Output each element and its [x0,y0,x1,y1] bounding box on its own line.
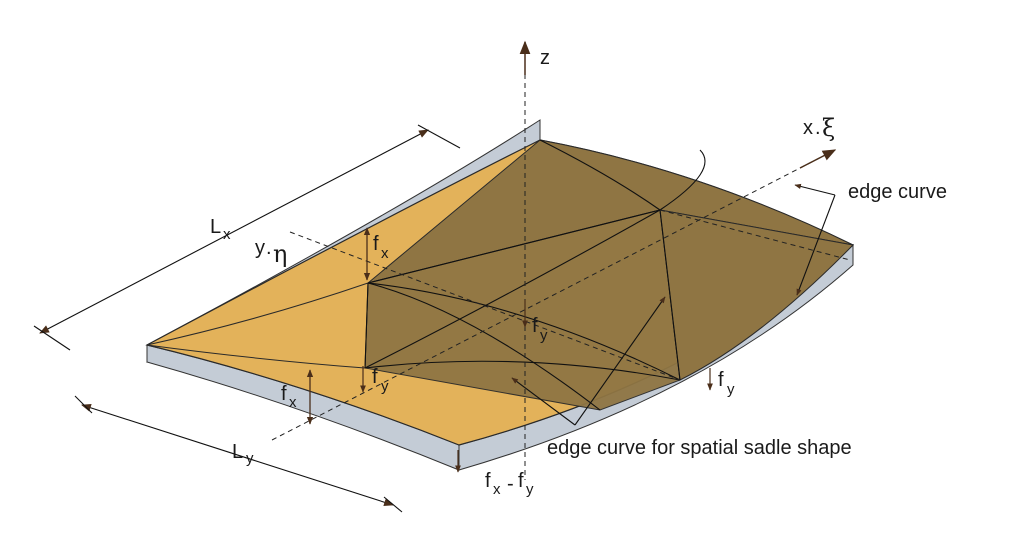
svg-text:y: y [540,327,548,344]
svg-text:f: f [518,470,524,492]
svg-text:y: y [381,378,389,395]
svg-text:y: y [246,450,254,467]
lx-dimension [33,124,461,351]
dashed-axes [271,65,851,480]
saddle-surface-shaded-right [659,209,855,381]
svg-text:x: x [803,117,813,139]
svg-text:η: η [273,240,287,268]
edge-curve-label: edge curve [848,181,947,203]
svg-text:y: y [727,381,735,398]
z-axis-label: z [540,47,550,69]
y-axis-label: y . η [255,237,287,268]
svg-text:f: f [281,383,287,405]
svg-text:L: L [210,216,221,238]
ly-label: L y [232,441,254,467]
svg-text:f: f [372,366,378,388]
svg-text:.: . [266,237,272,259]
svg-text:f: f [532,315,538,337]
svg-text:f: f [373,233,379,255]
svg-text:x: x [381,245,389,262]
fx-upper-label: f x [373,233,389,262]
fy-right-label: f y [718,369,735,398]
svg-text:L: L [232,441,243,463]
svg-text:f: f [485,470,491,492]
fy-center-label: f y [532,315,548,344]
edge-curve-saddle-label: edge curve for spatial sadle shape [547,437,852,459]
svg-text:.: . [815,117,821,139]
svg-text:x: x [223,226,231,243]
svg-text:x: x [493,481,501,498]
saddle-curve-leaders [511,296,666,426]
svg-text:y: y [526,481,534,498]
lx-label: L x [210,216,231,243]
ly-dimension [74,395,403,513]
fy-left-label: f y [372,366,389,395]
svg-text:-: - [507,473,514,495]
fx-lower-label: f x [281,383,297,411]
x-axis-label: x . ξ [803,114,835,142]
edge-curve-leaders [794,183,836,296]
svg-text:f: f [718,369,724,391]
fx-minus-fy-label: f x - f y [485,470,534,498]
x-axis-arrow [799,149,837,169]
svg-text:ξ: ξ [822,114,835,142]
svg-text:y: y [255,237,265,259]
svg-text:x: x [289,394,297,411]
